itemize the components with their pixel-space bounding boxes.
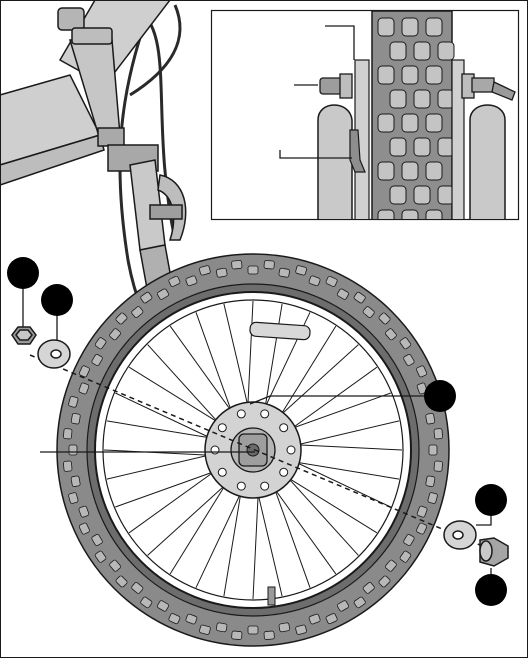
callout-marker xyxy=(7,257,39,289)
inset-fork-left xyxy=(318,105,352,220)
tire-knob xyxy=(248,626,258,634)
tire-knob xyxy=(71,476,81,487)
callout-marker xyxy=(475,574,507,606)
tire-knob xyxy=(231,631,242,640)
rotor-hole xyxy=(287,446,295,454)
tire-knob xyxy=(216,623,227,633)
callout-marker xyxy=(424,380,456,412)
washer-icon xyxy=(38,340,70,368)
washer-icon xyxy=(444,521,476,549)
inset-knob xyxy=(402,114,418,132)
hub-axle xyxy=(247,444,259,456)
inset-knob xyxy=(414,186,430,204)
inset-knob xyxy=(402,18,418,36)
inset-knob xyxy=(378,114,394,132)
tire-knob xyxy=(279,623,290,633)
inset-knob xyxy=(390,186,406,204)
inset-knob xyxy=(390,90,406,108)
rotor-hole xyxy=(261,410,269,418)
rotor-hole xyxy=(280,468,288,476)
inset-knob xyxy=(438,42,454,60)
rotor-hole xyxy=(261,482,269,490)
tire-knob xyxy=(216,268,227,278)
inset-knob xyxy=(426,162,442,180)
inset-knob xyxy=(426,114,442,132)
inset-knob xyxy=(402,66,418,84)
inset-knob xyxy=(426,66,442,84)
tire-knob xyxy=(426,476,436,487)
tire-knob xyxy=(429,445,437,455)
inset-fork-right xyxy=(470,105,505,220)
inset-knob xyxy=(402,162,418,180)
tire-knob xyxy=(69,445,77,455)
tire-knob xyxy=(63,461,72,472)
tire-knob xyxy=(264,260,275,269)
inset-knob xyxy=(426,18,442,36)
tire-knob xyxy=(248,266,258,274)
inset-knob xyxy=(378,162,394,180)
tire-knob xyxy=(231,260,242,269)
inset-knob xyxy=(414,138,430,156)
tire-knob xyxy=(264,631,275,640)
valve-stem xyxy=(268,587,275,605)
rotor-hole xyxy=(237,410,245,418)
hex-nut-icon xyxy=(12,327,36,344)
tire-knob xyxy=(434,428,443,439)
inset-knob xyxy=(390,42,406,60)
front-wheel xyxy=(57,254,449,646)
inset-knob xyxy=(390,138,406,156)
callout-marker xyxy=(475,484,507,516)
detail-inset xyxy=(212,11,519,229)
rotor-hole xyxy=(218,468,226,476)
tire-knob xyxy=(425,413,435,424)
inset-knob xyxy=(414,42,430,60)
tire-knob xyxy=(71,413,81,424)
tire-knob xyxy=(434,461,443,472)
inset-knob xyxy=(378,18,394,36)
rotor-hole xyxy=(211,446,219,454)
inset-knob xyxy=(414,90,430,108)
rotor-hole xyxy=(280,424,288,432)
rotor-hole xyxy=(218,424,226,432)
tire-knob xyxy=(63,428,72,439)
callout-marker xyxy=(41,284,73,316)
rotor-hole xyxy=(237,482,245,490)
tire-knob xyxy=(279,268,290,278)
inset-knob xyxy=(378,66,394,84)
